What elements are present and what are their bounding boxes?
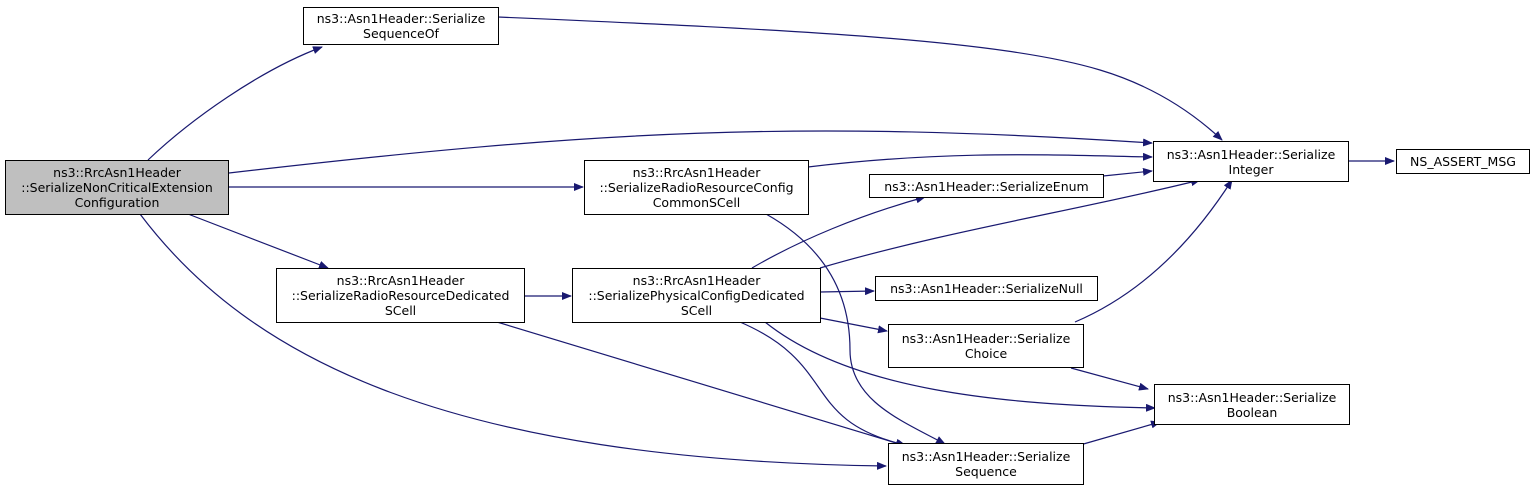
node-label-line: ns3::Asn1Header::Serialize — [901, 449, 1071, 464]
edge-phys-to-null — [819, 287, 875, 296]
node-label-line: ::SerializeRadioResourceDedicated — [291, 288, 510, 303]
edge-phys-to-enum — [751, 195, 926, 269]
node-serialize-non-critical-extension-configuration: ns3::RrcAsn1Header ::SerializeNonCritica… — [5, 160, 229, 215]
node-label-line: SCell — [384, 303, 417, 318]
edge-phys-to-sequence — [739, 321, 906, 447]
node-label-line: ns3::Asn1Header::Serialize — [1167, 389, 1337, 405]
node-label-line: SCell — [680, 303, 713, 318]
node-serialize-radio-resource-config-common-scell[interactable]: ns3::RrcAsn1Header ::SerializeRadioResou… — [584, 160, 809, 215]
node-serialize-choice[interactable]: ns3::Asn1Header::Serialize Choice — [888, 324, 1084, 368]
edge-root-to-sequence — [139, 213, 887, 470]
edge-rr-dedicated-to-sequence — [496, 321, 907, 448]
edge-rr-common-to-integer — [807, 152, 1153, 168]
node-label-line: ns3::Asn1Header::SerializeEnum — [884, 178, 1089, 194]
node-label-line: ns3::Asn1Header::Serialize — [901, 331, 1071, 346]
node-label-line: ns3::Asn1Header::Serialize — [1166, 146, 1336, 162]
edge-phys-to-choice — [819, 317, 888, 334]
node-label-line: CommonSCell — [652, 195, 741, 210]
edge-enum-to-integer — [1102, 167, 1153, 177]
node-label-line: Sequence — [955, 464, 1017, 479]
node-serialize-sequence-of[interactable]: ns3::Asn1Header::Serialize SequenceOf — [303, 7, 499, 45]
node-serialize-sequence[interactable]: ns3::Asn1Header::Serialize Sequence — [888, 443, 1084, 485]
edge-rr-common-to-sequence — [765, 213, 946, 445]
edge-choice-to-boolean — [1070, 367, 1149, 391]
edge-sequence-to-boolean — [1079, 420, 1161, 446]
node-label-line: SequenceOf — [363, 26, 439, 41]
node-label-line: ::SerializePhysicalConfigDedicated — [588, 288, 805, 303]
edge-phys-to-integer — [819, 178, 1201, 269]
node-label-line: Choice — [964, 346, 1008, 361]
node-label-line: ns3::RrcAsn1Header — [632, 273, 761, 288]
node-label-line: NS_ASSERT_MSG — [1410, 154, 1516, 169]
node-serialize-integer[interactable]: ns3::Asn1Header::Serialize Integer — [1153, 141, 1349, 182]
node-serialize-null[interactable]: ns3::Asn1Header::SerializeNull — [875, 276, 1098, 301]
node-serialize-enum[interactable]: ns3::Asn1Header::SerializeEnum — [869, 174, 1104, 198]
node-serialize-radio-resource-dedicated-scell[interactable]: ns3::RrcAsn1Header ::SerializeRadioResou… — [276, 268, 525, 323]
node-label-line: Integer — [1228, 161, 1274, 177]
node-label-line: ns3::RrcAsn1Header — [632, 165, 761, 180]
node-label-line: ns3::RrcAsn1Header — [336, 273, 465, 288]
node-serialize-physical-config-dedicated-scell[interactable]: ns3::RrcAsn1Header ::SerializePhysicalCo… — [572, 268, 821, 323]
edge-phys-to-boolean — [764, 321, 1156, 412]
node-label-line: ns3::Asn1Header::Serialize — [316, 11, 486, 26]
edge-seq-of-to-integer — [497, 16, 1223, 141]
node-label-line: ns3::Asn1Header::SerializeNull — [890, 281, 1083, 296]
edge-root-to-integer — [228, 130, 1153, 174]
node-label-line: Configuration — [74, 195, 160, 210]
edge-root-to-seq-of — [147, 46, 323, 161]
node-label-line: Boolean — [1226, 404, 1278, 420]
edge-choice-to-integer — [1074, 179, 1233, 323]
node-label-line: ::SerializeNonCriticalExtension — [21, 180, 213, 195]
node-label-line: ns3::RrcAsn1Header — [53, 165, 181, 180]
edge-root-to-rr-dedicated — [187, 213, 329, 269]
node-serialize-boolean[interactable]: ns3::Asn1Header::Serialize Boolean — [1154, 384, 1350, 425]
node-label-line: ::SerializeRadioResourceConfig — [599, 180, 794, 195]
node-ns-assert-msg[interactable]: NS_ASSERT_MSG — [1396, 149, 1530, 174]
